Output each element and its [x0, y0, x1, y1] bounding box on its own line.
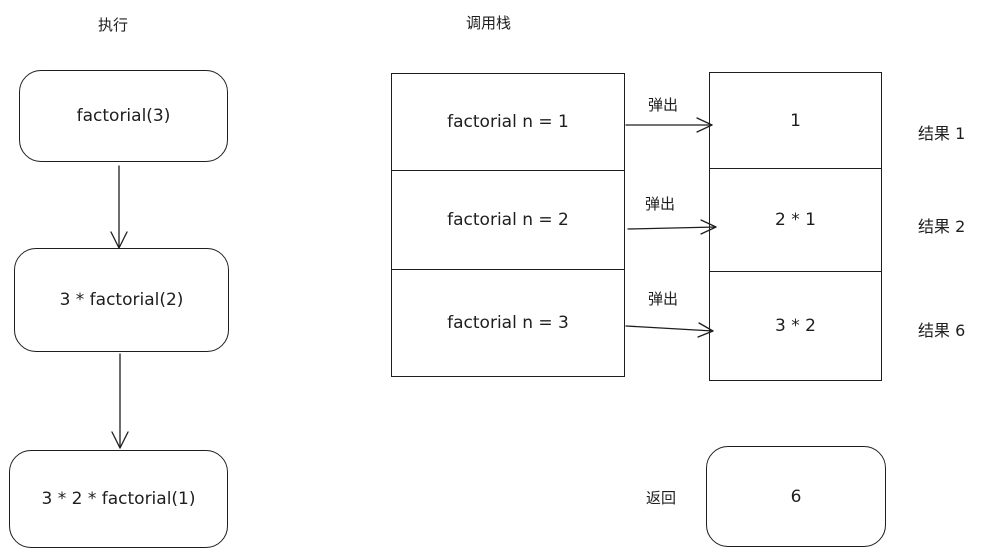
execution-heading: 执行 — [98, 16, 129, 34]
execution-step-1: factorial(3) — [19, 70, 228, 162]
pop-arrow-1-head — [696, 117, 713, 133]
result-label-2: 结果 2 — [918, 217, 966, 236]
stack-frame-3: factorial n = 3 — [391, 269, 625, 377]
pop-arrow-2 — [627, 226, 717, 230]
execution-step-3: 3 * 2 * factorial(1) — [9, 450, 228, 548]
return-label: 返回 — [646, 489, 677, 507]
pop-arrow-3 — [625, 325, 714, 332]
pop-arrow-3-head — [697, 322, 714, 338]
pop-label-3: 弹出 — [648, 290, 679, 308]
execution-step-2: 3 * factorial(2) — [14, 248, 229, 352]
result-label-1: 结果 1 — [918, 124, 966, 143]
pop-arrow-2-head — [700, 219, 717, 235]
return-value-box: 6 — [706, 446, 886, 547]
down-arrow-1-head — [110, 231, 128, 249]
pop-label-1: 弹出 — [648, 96, 679, 114]
pop-label-2: 弹出 — [645, 195, 676, 213]
result-box-3: 3 * 2 — [709, 271, 882, 381]
call-stack-heading: 调用栈 — [466, 14, 512, 32]
result-label-3: 结果 6 — [918, 321, 966, 340]
down-arrow-2-head — [111, 431, 129, 449]
